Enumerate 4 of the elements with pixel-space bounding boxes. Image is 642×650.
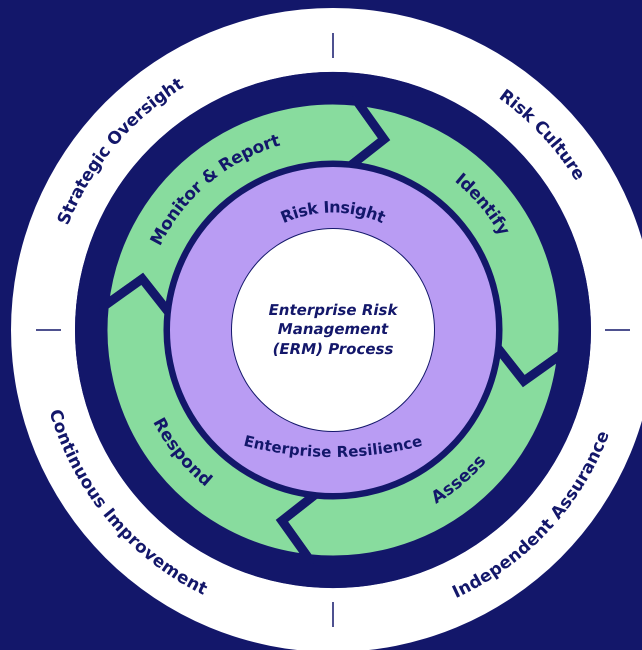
ring-label: Risk Insight xyxy=(278,197,388,228)
ring-label: Enterprise Resilience xyxy=(242,432,424,462)
center-label: Enterprise Risk Management (ERM) Process xyxy=(268,300,399,360)
outer-ring xyxy=(11,8,642,650)
